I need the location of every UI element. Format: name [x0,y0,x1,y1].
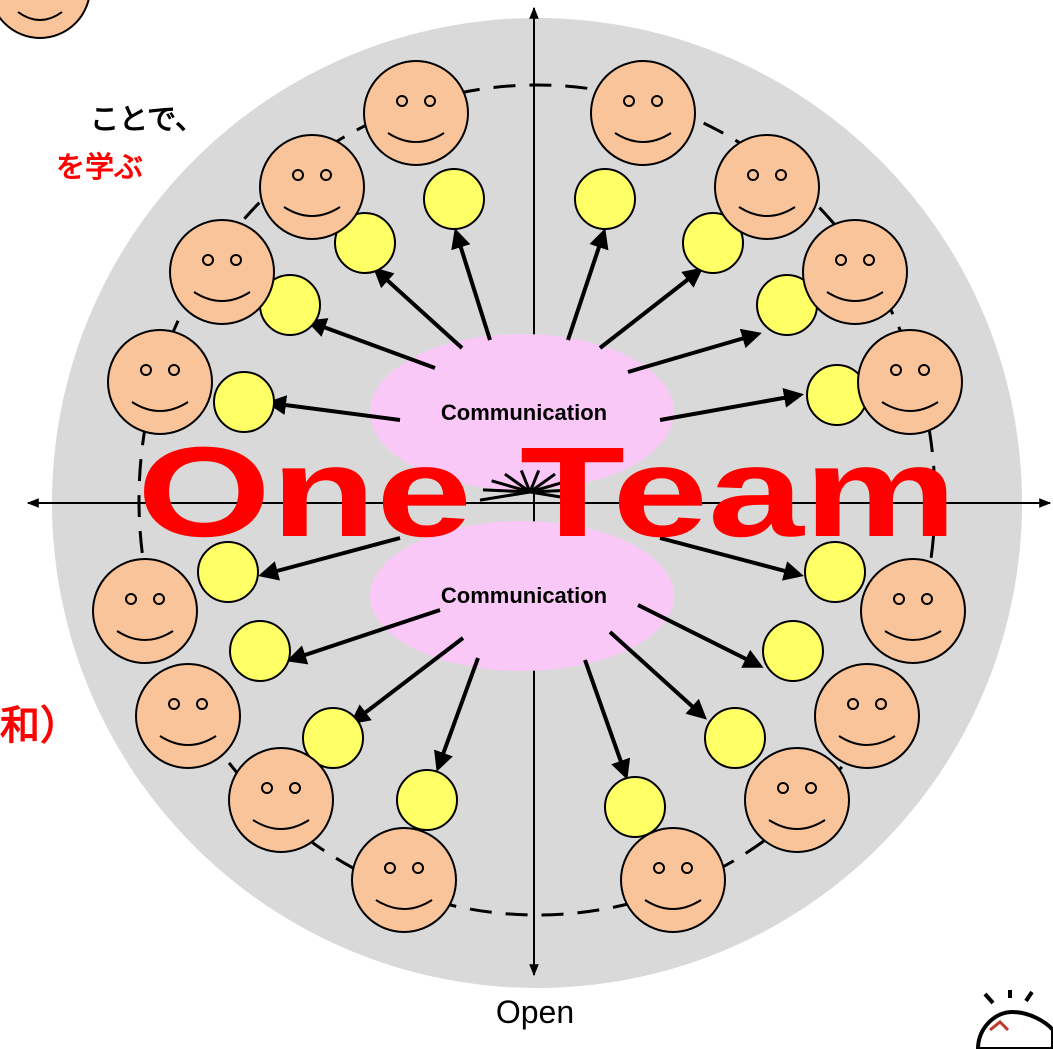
smiley-face-icon [92,558,198,664]
yellow-bubble-icon [804,541,866,603]
yellow-bubble-icon [423,168,485,230]
arrow-icon [566,228,609,341]
arrow-icon [434,657,480,772]
arrows-group [258,228,804,780]
smiley-face-icon [107,329,213,435]
yellow-bubble-icon [762,620,824,682]
arrow-icon [451,228,492,341]
arrow-icon [349,636,465,725]
communication-ellipse-top [370,334,674,490]
arrow-icon [306,318,436,370]
yellow-bubble-icon [229,620,291,682]
yellow-bubble-icon [704,707,766,769]
center-convergence-line [519,469,532,493]
arrow-icon [659,536,804,581]
smiley-face-icon [860,558,966,664]
smiley-face-icon [802,219,908,325]
center-convergence-line [529,479,569,494]
arrow-icon [637,603,764,668]
yellow-bubble-icon [682,212,744,274]
arrow-icon [583,659,631,780]
yellow-bubble-icon [334,212,396,274]
bubbles-group [197,168,868,838]
yellow-bubble-icon [574,168,636,230]
smiley-face-icon [351,827,457,933]
smiley-face-icon [714,134,820,240]
smiley-face-icon [228,747,334,853]
yellow-bubble-icon [213,371,275,433]
one-team-title: One Team [137,421,957,564]
communication-ellipse-bottom [370,521,674,671]
communication-label-top: Communication [441,400,607,425]
center-convergence-line [528,469,541,493]
yellow-bubble-icon [604,776,666,838]
center-convergence-line [482,488,531,494]
arrow-icon [258,536,401,581]
japanese-text-line-3: 和） [0,703,80,749]
mascot-icon [975,990,1053,1049]
smiley-face-icon [857,329,963,435]
arrow-icon [627,328,762,374]
smiley-face-icon [744,747,850,853]
center-convergence-line [504,472,531,494]
arrow-icon [266,395,401,422]
center-convergence-line [529,490,581,502]
partial-face-top-left [0,0,90,39]
smiley-face-icon [363,60,469,166]
center-convergence-line [491,479,531,494]
axis-label-bottom: Open [495,994,575,1030]
arrow-icon [286,608,441,665]
yellow-bubble-icon [396,769,458,831]
yellow-bubble-icon [302,707,364,769]
center-convergence-line [529,488,578,494]
arrow-icon [373,267,464,350]
smiley-face-icon [814,663,920,769]
smiley-face-icon [135,663,241,769]
smiley-face-icon [169,219,275,325]
faces-group [92,60,966,933]
smiley-face-icon [590,60,696,166]
arrow-icon [659,387,804,422]
japanese-text-line-1: ことで、 [90,102,204,136]
arrow-icon [608,630,707,720]
smiley-face-icon [620,827,726,933]
center-convergence-line [479,490,531,502]
center-convergence-line [529,472,556,494]
smiley-face-icon [259,134,365,240]
communication-label-bottom: Communication [441,583,607,608]
yellow-bubble-icon [197,541,259,603]
japanese-text-line-2: を学ぶ [56,150,144,184]
arrow-icon [598,267,704,350]
